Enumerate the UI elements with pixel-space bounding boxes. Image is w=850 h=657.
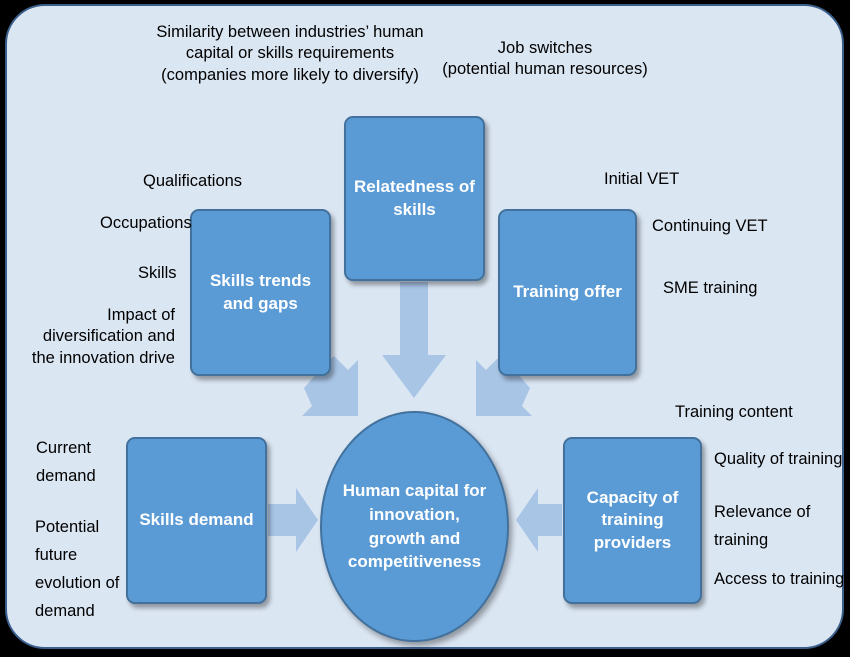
training-offer-label: Training offer (513, 282, 622, 302)
continuing-vet-label: Continuing VET (652, 217, 768, 235)
potential-future-demand-label: Potential future evolution of demand (35, 518, 120, 621)
relatedness-of-skills-box: Relatedness of skills (344, 116, 485, 281)
training-content-label: Training content (675, 403, 793, 421)
arrow-skills-trends-to-center (302, 356, 358, 416)
arrow-skills-demand-to-center (268, 488, 318, 552)
current-demand-label: Current demand (36, 439, 96, 486)
sme-training-label: SME training (663, 279, 758, 297)
similarity-label: Similarity between industries’ human cap… (156, 23, 424, 84)
capacity-of-training-providers-box: Capacity of training providers (563, 437, 702, 604)
skills-trends-box: Skills trends and gaps (190, 209, 331, 376)
initial-vet-label: Initial VET (604, 170, 680, 188)
arrow-capacity-to-center (516, 488, 562, 552)
access-to-training-label: Access to training (714, 570, 845, 588)
arrow-relatedness-to-center (382, 282, 446, 398)
quality-of-training-label: Quality of training (714, 450, 843, 468)
relatedness-of-skills-label: Relatedness of skills (354, 177, 475, 219)
skills-demand-label: Skills demand (139, 510, 254, 530)
occupations-label: Occupations (100, 214, 192, 232)
relevance-of-training-label: Relevance of training (714, 503, 811, 550)
skills-label: Skills (138, 264, 177, 282)
capacity-of-training-providers-label: Capacity of training providers (586, 488, 679, 552)
skills-trends-label: Skills trends and gaps (209, 271, 312, 313)
human-capital-label: Human capital for innovation, growth and… (342, 480, 487, 572)
arrow-training-offer-to-center (476, 356, 532, 416)
impact-label: Impact of diversification and the innova… (31, 306, 175, 367)
job-switches-label: Job switches (potential human resources) (442, 39, 648, 79)
skills-demand-box: Skills demand (126, 437, 267, 604)
qualifications-label: Qualifications (143, 172, 243, 190)
training-offer-box: Training offer (498, 209, 637, 376)
human-capital-center-circle: Human capital for innovation, growth and… (320, 411, 509, 642)
